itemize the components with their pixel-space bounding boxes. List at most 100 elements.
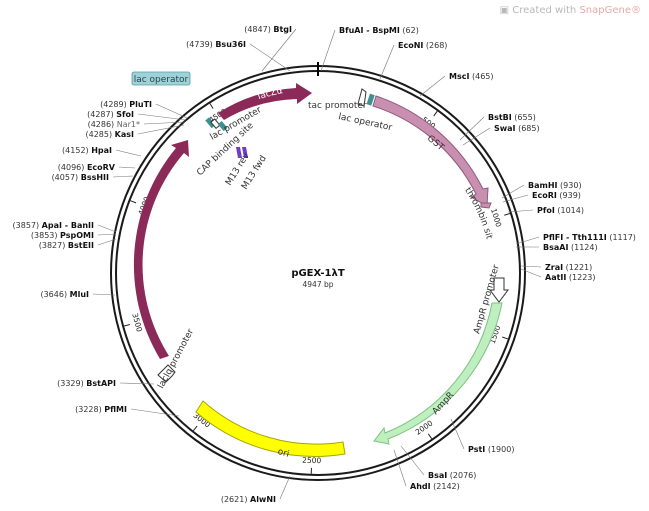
site-name-zrai: ZraI <box>545 263 563 272</box>
site-name-hpai: HpaI <box>91 146 112 155</box>
site-label-msci[interactable]: MscI (465) <box>449 72 494 81</box>
site-label-ecorv[interactable]: (4096) EcoRV <box>58 163 116 172</box>
site-leader-btgi <box>261 28 297 72</box>
site-label-apai-banii[interactable]: (3857) ApaI - BanII <box>13 221 95 230</box>
site-leader-pspomi <box>97 233 117 236</box>
site-label-nar1-[interactable]: (4286) Nar1* <box>88 120 140 129</box>
AmpR-promoter-arrow[interactable] <box>489 277 509 303</box>
site-leader-sfoi <box>137 113 187 121</box>
tick-mark-1000 <box>504 212 511 216</box>
site-leader-psti <box>450 418 465 450</box>
site-leader-bstapi <box>119 382 155 385</box>
site-leader-ecori <box>502 194 529 203</box>
M13-rev-primer[interactable] <box>236 147 242 158</box>
lacI-label: lacI <box>144 245 156 262</box>
site-name-pflfi-tth111i: PflFI - Tth111I <box>543 233 607 242</box>
site-pos-pluti: (4289) <box>100 100 129 109</box>
M13-fwd-primer[interactable] <box>242 147 248 158</box>
site-name-pspomi: PspOMI <box>60 231 94 240</box>
restriction-site-labels: (4847) BtgI (4739) Bsu36I BfuAI - BspMI (6… <box>13 25 636 504</box>
site-leader-pfoi <box>507 209 534 213</box>
site-label-bsshii[interactable]: (4057) BssHII <box>52 173 109 182</box>
lacIq-promoter-arrow[interactable] <box>157 364 176 383</box>
site-label-bsu36i[interactable]: (4739) Bsu36I <box>186 40 246 49</box>
site-leader-alwni <box>279 475 291 500</box>
lacZa-arrow[interactable] <box>218 83 312 120</box>
site-pos-pfoi: (1014) <box>555 206 584 215</box>
site-label-bstapi[interactable]: (3329) BstAPI <box>57 379 116 388</box>
site-leader-bstbi <box>459 116 485 141</box>
site-leader-zrai <box>520 265 542 268</box>
site-pos-bsai: (2076) <box>447 471 476 480</box>
site-label-sfoi[interactable]: (4287) SfoI <box>87 110 134 119</box>
tick-mark-1500 <box>502 336 509 340</box>
site-label-bsaai[interactable]: BsaAI (1124) <box>543 243 598 252</box>
watermark-prefix: Created with <box>512 5 580 16</box>
site-label-alwni[interactable]: (2621) AlwNI <box>221 495 276 504</box>
site-name-ecori: EcoRI <box>532 191 557 200</box>
site-label-swai[interactable]: SwaI (685) <box>494 124 540 133</box>
site-label-bamhi[interactable]: BamHI (930) <box>528 181 582 190</box>
site-leader-msci <box>419 75 446 97</box>
backbone <box>110 62 526 481</box>
site-leader-econi <box>379 44 395 80</box>
site-leader-mlui <box>92 293 116 296</box>
site-label-hpai[interactable]: (4152) HpaI <box>62 146 112 155</box>
site-label-zrai[interactable]: ZraI (1221) <box>545 263 592 272</box>
ori-arrow[interactable] <box>195 400 346 457</box>
AmpR-arrow[interactable] <box>373 302 503 445</box>
site-pos-pflfi-tth111i: (1117) <box>607 233 636 242</box>
site-leader-apai-banii <box>97 224 117 233</box>
site-name-bfuai-bspmi: BfuAI - BspMI <box>339 26 400 35</box>
site-label-kasi[interactable]: (4285) KasI <box>86 130 135 139</box>
site-name-bsshii: BssHII <box>81 173 109 182</box>
site-name-bstbi: BstBI <box>488 113 512 122</box>
tick-mark-2000 <box>427 433 433 440</box>
site-pos-pspomi: (3853) <box>31 231 60 240</box>
thrombin-site[interactable] <box>480 202 492 209</box>
site-label-psti[interactable]: PstI (1900) <box>468 445 514 454</box>
site-pos-mlui: (3646) <box>40 290 69 299</box>
site-label-bfuai-bspmi[interactable]: BfuAI - BspMI (62) <box>339 26 419 35</box>
site-label-bsteii[interactable]: (3827) BstEII <box>39 241 94 250</box>
site-pos-bsaai: (1124) <box>568 243 597 252</box>
site-label-pflmi[interactable]: (3228) PflMI <box>75 405 127 414</box>
site-pos-btgi: (4847) <box>244 25 273 34</box>
tick-label-2500: 2500 <box>302 456 322 466</box>
site-name-pluti: PluTI <box>129 100 152 109</box>
site-leader-nar1- <box>143 121 186 125</box>
site-name-aatii: AatII <box>545 273 566 282</box>
site-name-kasi: KasI <box>115 130 134 139</box>
site-label-econi[interactable]: EcoNI (268) <box>398 41 447 50</box>
site-label-pspomi[interactable]: (3853) PspOMI <box>31 231 94 240</box>
lac-operator-tag-box[interactable] <box>131 71 191 86</box>
site-label-bsai[interactable]: BsaI (2076) <box>428 471 476 480</box>
site-pos-sfoi: (4287) <box>87 110 116 119</box>
site-label-mlui[interactable]: (3646) MluI <box>40 290 89 299</box>
site-label-aatii[interactable]: AatII (1223) <box>545 273 596 282</box>
site-pos-bstbi: (655) <box>512 113 536 122</box>
CAP-binding-box[interactable] <box>217 121 228 132</box>
site-label-pfoi[interactable]: PfoI (1014) <box>537 206 584 215</box>
site-label-pluti[interactable]: (4289) PluTI <box>100 100 152 109</box>
tick-label-1000: 1000 <box>489 207 503 228</box>
site-name-bsaai: BsaAI <box>543 243 568 252</box>
lac-operator-inner-box[interactable] <box>366 93 375 106</box>
site-pos-nar1-: (4286) <box>88 120 117 129</box>
site-name-bsteii: BstEII <box>68 241 94 250</box>
site-label-bstbi[interactable]: BstBI (655) <box>488 113 536 122</box>
site-leader-aatii <box>520 268 542 278</box>
site-leader-pflmi <box>130 408 180 417</box>
site-name-sfoi: SfoI <box>116 110 134 119</box>
site-label-btgi[interactable]: (4847) BtgI <box>244 25 292 34</box>
tac-promoter-arrow[interactable] <box>357 88 367 107</box>
lacI-arrow[interactable] <box>133 140 189 359</box>
GST-arrow[interactable] <box>372 95 489 207</box>
lac-promoter-box[interactable] <box>210 118 221 130</box>
site-label-pflfi-tth111i[interactable]: PflFI - Tth111I (1117) <box>543 233 636 242</box>
site-pos-apai-banii: (3857) <box>13 221 42 230</box>
site-label-ecori[interactable]: EcoRI (939) <box>532 191 581 200</box>
site-label-ahdi[interactable]: AhdI (2142) <box>410 482 460 491</box>
site-name-pflmi: PflMI <box>104 405 127 414</box>
